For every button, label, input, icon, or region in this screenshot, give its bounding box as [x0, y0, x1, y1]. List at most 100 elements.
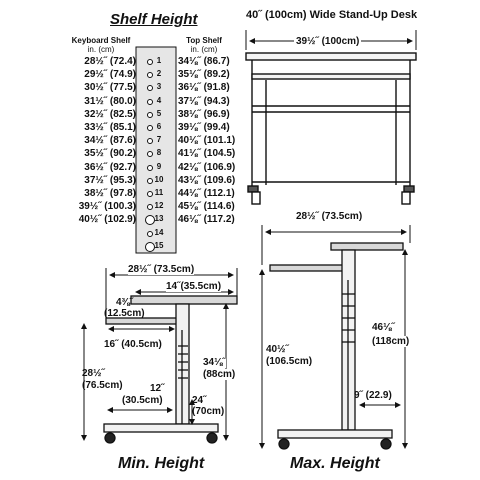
min-overall-width-label: 28½˝ (73.5cm) [128, 264, 195, 275]
top-shelf-height: 41⅛˝ (104.5) [178, 148, 236, 160]
top-shelf-height: 36⅛˝ (91.8) [178, 82, 230, 94]
min-base-cm: (70cm) [192, 406, 225, 417]
min-leg-cm: (30.5cm) [122, 395, 163, 406]
min-height-desk [103, 295, 238, 444]
min-kb-depth-label: 16˝ (40.5cm) [104, 339, 162, 350]
shelf-hole-icon [147, 125, 153, 131]
shelf-row: 40½˝ (102.9) 13 46⅛˝ (117.2) [40, 214, 280, 227]
keyboard-shelf-height: 37½˝ (95.3) [84, 174, 136, 186]
shelf-position-number: 9 [156, 161, 162, 171]
keyboard-shelf-height: 28½˝ (72.4) [84, 56, 136, 67]
top-shelf-height: 45⅛˝ (114.6) [178, 201, 235, 213]
keyboard-shelf-height: 32½˝ (82.5) [84, 108, 136, 120]
max-caster-label: 9˝ (22.9) [354, 390, 392, 401]
shelf-position-number: 7 [156, 135, 162, 145]
keyboard-shelf-height: 40½˝ (102.9) [78, 214, 136, 226]
top-shelf-height: 34⅛˝ (86.7) [178, 56, 230, 67]
keyboard-shelf-height: 33½˝ (85.1) [84, 122, 136, 133]
keyboard-shelf-header: Keyboard Shelf in. (cm) [66, 36, 136, 54]
keyboard-shelf-header-label: Keyboard Shelf [71, 36, 131, 45]
max-height-dimensions [259, 225, 411, 449]
shelf-hole-icon [147, 177, 153, 184]
min-height-dimensions [81, 268, 238, 441]
keyboard-shelf-height: 39½˝ (100.3) [78, 201, 136, 213]
min-kb-height-cm: (76.5cm) [82, 380, 123, 391]
shelf-hole-icon [145, 215, 155, 226]
shelf-hole-icon [147, 85, 153, 92]
shelf-position-number: 15 [154, 240, 164, 250]
shelf-hole-icon [147, 164, 153, 171]
max-overall-width-label: 28½˝ (73.5cm) [296, 211, 363, 222]
min-top-offset-in: 4⅜˝ [116, 297, 134, 308]
max-top-in: 46⅛˝ [372, 322, 395, 333]
shelf-hole-icon [145, 241, 155, 252]
top-shelf-header-label: Top Shelf [186, 36, 222, 45]
top-shelf-unit: in. (cm) [190, 45, 218, 54]
keyboard-shelf-height: 30½˝ (77.5) [84, 82, 136, 94]
keyboard-shelf-height: 31½˝ (80.0) [84, 95, 136, 107]
min-kb-height-in: 28½˝ [82, 368, 105, 379]
shelf-position-panel [135, 46, 177, 254]
shelf-row: 35½˝ (90.2) 8 41⅛˝ (104.5) [40, 148, 280, 161]
max-top-cm: (118cm) [372, 336, 410, 347]
keyboard-shelf-height: 35½˝ (90.2) [84, 148, 136, 160]
keyboard-shelf-height: 38½˝ (97.8) [84, 188, 136, 199]
shelf-height-title: Shelf Height [110, 11, 198, 28]
top-shelf-height: 38⅛˝ (96.9) [178, 108, 230, 120]
top-shelf-height: 42⅛˝ (106.9) [178, 161, 236, 173]
shelf-row: 34½˝ (87.6) 7 40⅛˝ (101.1) [40, 135, 280, 148]
shelf-hole-icon [147, 98, 153, 105]
top-shelf-height: 37⅛˝ (94.3) [178, 95, 230, 107]
shelf-hole-icon [147, 230, 153, 237]
shelf-position-number: 3 [156, 82, 162, 92]
shelf-hole-icon [147, 59, 153, 65]
shelf-row: 36½˝ (92.7) 9 42⅛˝ (106.9) [40, 162, 280, 175]
max-height-desk [269, 242, 404, 450]
min-top-height-in: 34⅛˝ [203, 357, 226, 368]
shelf-hole-icon [147, 111, 153, 118]
shelf-position-number: 2 [156, 69, 162, 79]
shelf-hole-icon [147, 191, 153, 197]
shelf-position-number: 8 [156, 148, 162, 158]
top-shelf-height: 40⅛˝ (101.1) [178, 135, 236, 147]
top-shelf-header: Top Shelf in. (cm) [174, 36, 234, 54]
shelf-row: 28½˝ (72.4) 1 34⅛˝ (86.7) [40, 56, 280, 69]
shelf-hole-icon [147, 138, 153, 145]
keyboard-shelf-height: 34½˝ (87.6) [84, 135, 136, 147]
min-leg-in: 12˝ [150, 383, 165, 394]
max-total-cm: (106.5cm) [266, 356, 313, 367]
shelf-hole-icon [147, 151, 153, 158]
shelf-position-number: 4 [156, 95, 162, 105]
top-shelf-height: 44⅛˝ (112.1) [178, 188, 235, 199]
desk-width-label: 39½˝ (100cm) [294, 36, 362, 47]
min-height-caption: Min. Height [118, 455, 205, 472]
max-total-in: 40½˝ [266, 344, 289, 355]
top-shelf-height: 46⅛˝ (117.2) [178, 214, 235, 226]
shelf-row: 15 [40, 241, 280, 254]
top-shelf-height: 39⅛˝ (99.4) [178, 122, 230, 133]
shelf-hole-icon [147, 204, 153, 211]
shelf-row: 31½˝ (80.0) 4 37⅛˝ (94.3) [40, 96, 280, 109]
shelf-row: 30½˝ (77.5) 3 36⅛˝ (91.8) [40, 82, 280, 95]
top-shelf-height: 43⅛˝ (109.6) [178, 174, 236, 186]
shelf-position-number: 13 [154, 214, 164, 224]
shelf-row: 38½˝ (97.8) 11 44⅛˝ (112.1) [40, 188, 280, 201]
shelf-position-number: 1 [156, 56, 162, 65]
front-view-desk [245, 52, 417, 205]
keyboard-shelf-height: 29½˝ (74.9) [84, 69, 136, 81]
shelf-hole-icon [147, 72, 153, 79]
shelf-position-number: 11 [154, 188, 164, 197]
min-base-in: 24˝ [192, 395, 207, 406]
max-height-caption: Max. Height [290, 455, 380, 472]
shelf-position-number: 6 [156, 122, 162, 131]
min-top-offset-cm: (12.5cm) [104, 308, 145, 319]
shelf-row: 14 [40, 228, 280, 241]
keyboard-shelf-height: 36½˝ (92.7) [84, 161, 136, 173]
min-top-depth-label: 14˝(35.5cm) [166, 281, 222, 292]
shelf-position-number: 14 [154, 227, 164, 237]
